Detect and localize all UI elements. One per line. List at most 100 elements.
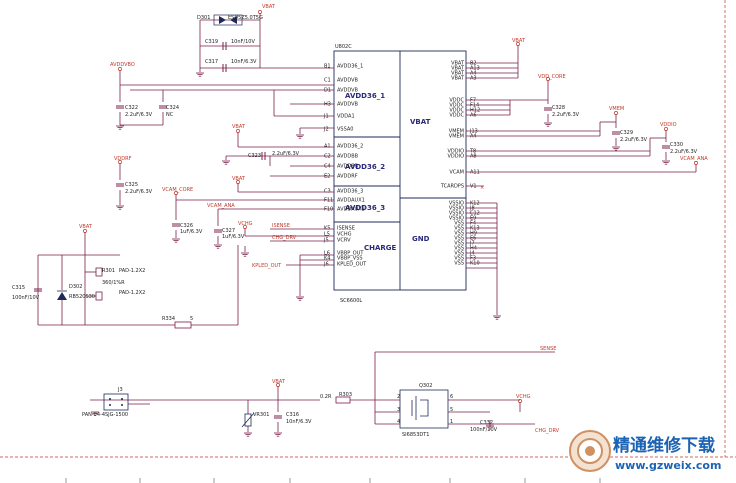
right-pin-number: H12 — [470, 108, 480, 114]
right-pin-name: VDDC — [449, 103, 464, 109]
pad1-value: PAD-1.2X2 — [119, 268, 145, 274]
left-pin-name: VBBP_OUT — [337, 251, 364, 257]
pmic-chip — [333, 50, 467, 291]
r303-value: 0.2R — [320, 394, 332, 400]
left-pin-name: AVDDAUX2 — [337, 207, 365, 213]
right-pin-name: VSS — [454, 246, 464, 252]
vmem-label: VMEM — [609, 106, 624, 112]
j3-connector — [103, 393, 129, 411]
block-avdd36-3: AVDD36_3 — [345, 204, 385, 212]
right-pin-name: VSS — [454, 261, 464, 267]
chg-drv-label: CHG_DRV — [272, 235, 297, 241]
vbat-label-5: VBAT — [272, 379, 286, 385]
right-pin-name: VSS — [454, 221, 464, 227]
right-pin-name: VSS — [454, 231, 464, 237]
left-pin-number: C2 — [324, 154, 331, 160]
left-pin-number: C3 — [324, 189, 331, 195]
vcam-ana-label: VCAM_ANA — [207, 203, 235, 209]
left-pin-name: AVDDVB — [337, 102, 359, 108]
block-charge: CHARGE — [364, 244, 397, 252]
c322-ref: C322 — [125, 105, 138, 111]
c319-ref: C319 — [205, 39, 218, 45]
c326-ref: C326 — [180, 223, 193, 229]
vchg-label: VCHG — [238, 221, 253, 227]
pad-2 — [95, 291, 103, 301]
c322-value: 2.2uF/6.3V — [125, 112, 153, 118]
right-pin-number: J13 — [469, 129, 478, 135]
j3-ref: J3 — [117, 387, 123, 393]
c323-value: 2.2uF/6.3V — [272, 151, 300, 157]
right-pin-name: VSS — [454, 236, 464, 242]
right-pin-name: VSSIO — [449, 216, 464, 222]
q302-pin-3: 3 — [397, 407, 400, 413]
wires — [37, 13, 697, 432]
chg-drv-label-2: CHG_DRV — [535, 428, 560, 434]
left-pin-name: VDDA1 — [337, 114, 355, 120]
watermark-cn: 精通维修下载 — [613, 435, 715, 456]
r334-value: 5 — [190, 316, 193, 322]
c332-value: 100nF/10V — [470, 427, 498, 433]
r303-ref: R303 — [339, 392, 352, 398]
right-pin-number: J7 — [469, 241, 475, 247]
q302-mosfet — [399, 389, 449, 429]
c316-ref: C316 — [286, 412, 299, 418]
c324-ref: C324 — [166, 105, 179, 111]
left-pin-number: D1 — [324, 88, 331, 94]
right-pin-number: A3 — [470, 76, 477, 82]
q302-pin-1: 1 — [450, 419, 453, 425]
right-pin-name: VDDIO — [447, 149, 464, 155]
tcard-x-mark: × — [480, 185, 484, 191]
c323-capacitor — [261, 152, 266, 160]
left-pin-number: K5 — [324, 226, 330, 232]
left-pin-number: K4 — [324, 256, 330, 262]
right-pin-name: VSS — [454, 256, 464, 262]
vdd-core-label: VDD_CORE — [538, 74, 566, 80]
right-pin-number: H4 — [470, 246, 477, 252]
vddrf-label: VDDRF — [114, 156, 132, 162]
left-pin-number: C4 — [324, 164, 331, 170]
left-pin-number: L6 — [324, 251, 330, 257]
right-pin-name: VSSIO — [449, 211, 464, 217]
block-gnd: GND — [412, 235, 430, 243]
q302-pin-2: 2 — [397, 394, 400, 400]
c329-ref: C329 — [620, 130, 633, 136]
c326-value: 1uF/6.3V — [180, 229, 203, 235]
vbat-label-2: VBAT — [232, 124, 246, 130]
d302-diode — [57, 290, 67, 300]
c330-ref: C330 — [670, 142, 683, 148]
left-pin-name: ISENSE — [337, 226, 355, 232]
c323-ref: C323 — [248, 153, 261, 159]
left-pin-name: AVDD36_2 — [337, 144, 363, 150]
q302-pin-6: 6 — [450, 394, 453, 400]
left-pin-number: F11 — [324, 198, 333, 204]
c329-value: 2.2uF/6.3V — [620, 137, 648, 143]
d301-diode — [213, 14, 243, 26]
d302-ref: D302 — [69, 284, 82, 290]
d301-ref: D301 — [197, 15, 210, 21]
watermark-url: www.gzweix.com — [615, 459, 721, 472]
right-pin-number: E9 — [470, 216, 476, 222]
watermark-logo — [569, 430, 611, 472]
c332-ref: C332 — [480, 420, 493, 426]
left-pin-name: AVDDBB — [337, 164, 359, 170]
vbat-top-label: VBAT — [262, 4, 276, 10]
vcam-core-label: VCAM_CORE — [162, 187, 193, 193]
right-pin-number: F7 — [470, 98, 476, 104]
right-pin-name: VSS — [454, 251, 464, 257]
right-pin-name: VSSIO — [449, 206, 464, 212]
left-pin-name: AVDDRF — [337, 174, 358, 180]
left-pin-number: H3 — [324, 102, 331, 108]
right-pin-name: VDDC — [449, 113, 464, 119]
chip-part: SC6600L — [340, 298, 362, 304]
r334-resistor — [174, 321, 192, 329]
r301-value: 360/1%R — [102, 280, 125, 286]
right-pin-name: VCAM — [449, 170, 464, 176]
right-pin-name: VBAT — [451, 76, 465, 82]
left-pin-name: AVDD36_3 — [337, 189, 363, 195]
c330-value: 2.2uF/6.3V — [670, 149, 698, 155]
right-pin-number: A4 — [470, 134, 477, 140]
left-pin-name: AVDDAUX1 — [337, 198, 365, 204]
c325-value: 2.2uF/6.3V — [125, 189, 153, 195]
